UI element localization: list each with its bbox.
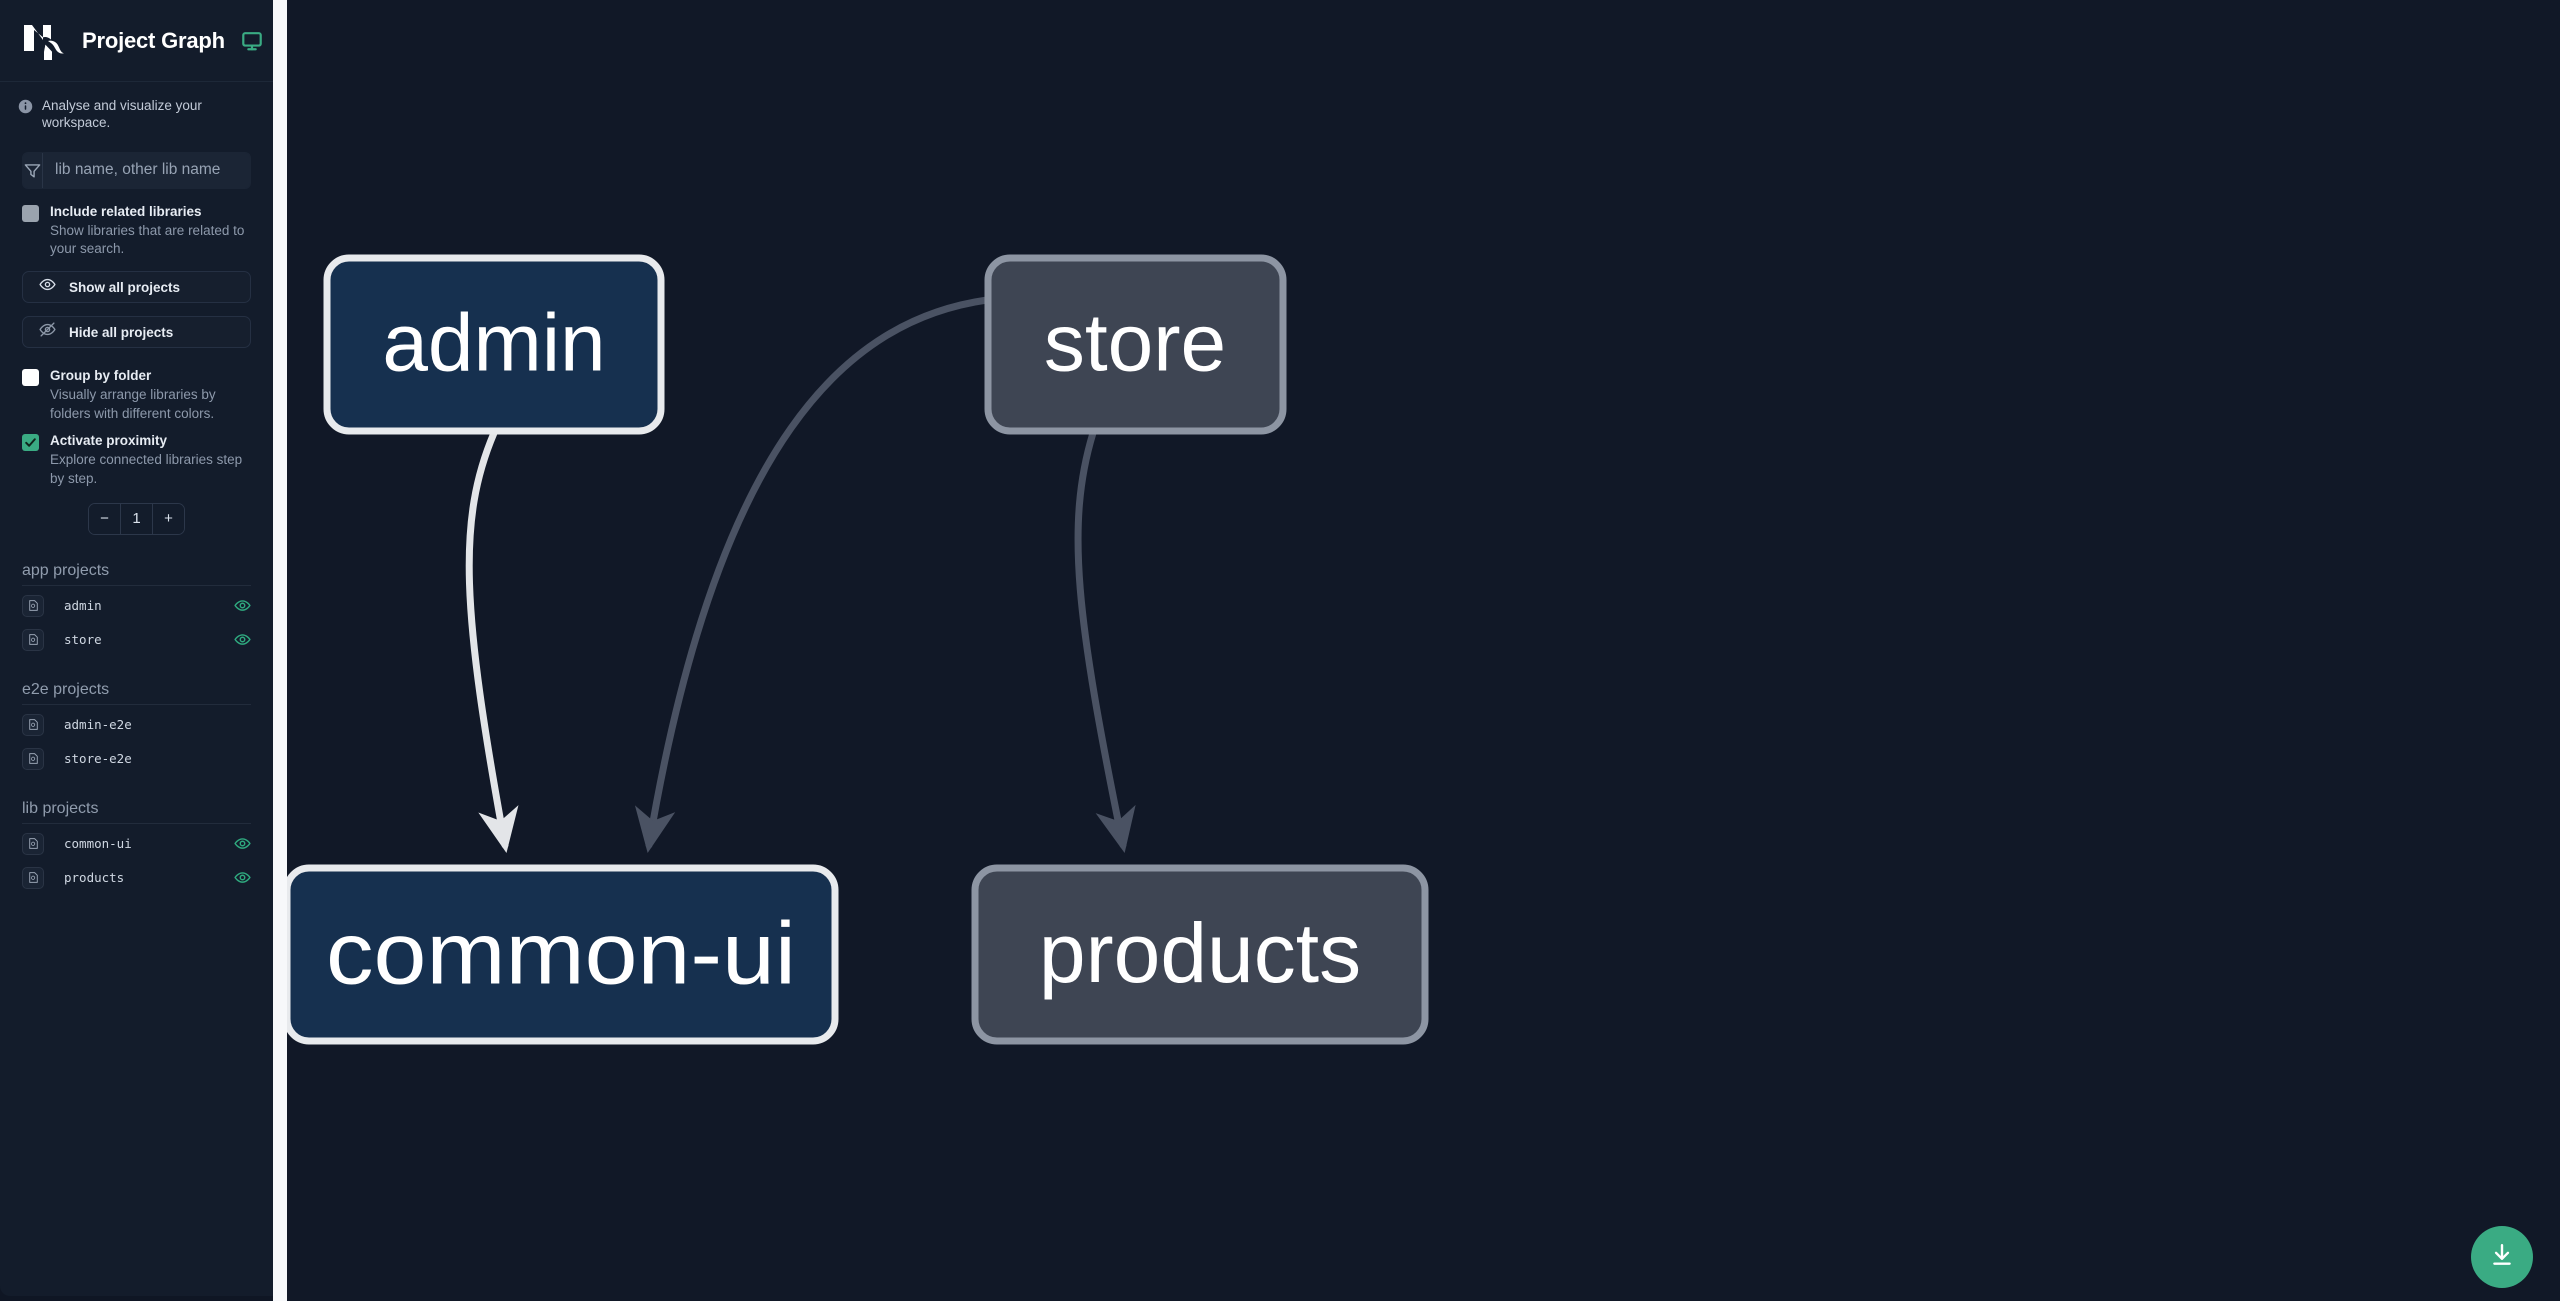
option-group-by-folder[interactable]: Group by folder Visually arrange librari… (22, 367, 251, 423)
download-icon (2489, 1242, 2515, 1273)
nx-logo-icon (22, 21, 66, 61)
graph-canvas[interactable]: admin store common-ui products (287, 0, 2560, 1301)
group-heading-lib-projects: lib projects (22, 800, 251, 824)
node-label-admin: admin (382, 298, 605, 389)
edge-store-to-products (1074, 429, 1136, 854)
download-button[interactable] (2471, 1226, 2533, 1288)
option-title: Activate proximity (50, 433, 168, 449)
hide-all-projects-label: Hide all projects (69, 324, 174, 340)
project-badge-icon (22, 628, 44, 651)
project-row-common-ui[interactable]: common-ui (22, 830, 251, 858)
node-label-products: products (1039, 906, 1361, 1000)
node-label-store: store (1044, 298, 1226, 389)
project-name: products (64, 870, 125, 886)
graph-node-common-ui[interactable]: common-ui (287, 864, 839, 1045)
project-name: store (64, 632, 102, 648)
option-description: Show libraries that are related to your … (50, 222, 245, 257)
search-input[interactable] (43, 152, 250, 188)
project-badge-icon (22, 747, 44, 770)
project-visibility-eye-icon[interactable] (234, 631, 251, 648)
filter-icon (23, 152, 43, 188)
tagline-text: Analyse and visualize your workspace. (42, 98, 202, 130)
project-graph-svg: admin store common-ui products (287, 254, 1429, 1045)
option-description: Visually arrange libraries by folders wi… (50, 387, 216, 421)
option-description: Explore connected libraries step by step… (50, 452, 243, 486)
project-badge-icon (22, 832, 44, 855)
group-heading-e2e-projects: e2e projects (22, 681, 251, 705)
option-title: Include related libraries (50, 203, 202, 219)
tagline: Analyse and visualize your workspace. (0, 82, 273, 142)
option-include-related-libraries[interactable]: Include related libraries Show libraries… (22, 203, 251, 259)
proximity-stepper: − 1 + (88, 502, 185, 535)
proximity-value: 1 (120, 503, 152, 534)
sidebar-header: Project Graph (0, 0, 273, 82)
checkbox-include-related-libraries[interactable] (22, 204, 39, 222)
info-icon (18, 99, 33, 114)
project-row-products[interactable]: products (22, 864, 251, 892)
hide-all-projects-button[interactable]: Hide all projects (22, 316, 251, 349)
project-name: store-e2e (64, 751, 132, 767)
sidebar-controls: Include related libraries Show libraries… (0, 142, 273, 535)
node-box-store[interactable] (984, 254, 1287, 435)
eye-off-icon (39, 321, 56, 343)
sidebar: Project Graph Analyse and visualize your… (0, 0, 273, 1296)
node-box-products[interactable] (971, 864, 1429, 1045)
sidebar-scrollbar[interactable] (273, 0, 287, 1301)
node-box-admin[interactable] (323, 254, 665, 435)
edge-store-to-common-ui (634, 296, 991, 854)
project-name: common-ui (64, 836, 132, 852)
graph-edges (465, 296, 1136, 854)
project-visibility-eye-icon[interactable] (234, 835, 251, 852)
search-row (22, 151, 251, 189)
project-visibility-eye-icon[interactable] (234, 869, 251, 886)
show-all-projects-label: Show all projects (69, 279, 181, 295)
project-row-admin[interactable]: admin (22, 592, 251, 620)
show-all-projects-button[interactable]: Show all projects (22, 271, 251, 304)
project-badge-icon (22, 713, 44, 736)
group-heading-app-projects: app projects (22, 562, 251, 586)
project-badge-icon (22, 594, 44, 617)
project-row-admin-e2e[interactable]: admin-e2e (22, 711, 251, 739)
option-title: Group by folder (50, 368, 152, 384)
project-badge-icon (22, 866, 44, 889)
eye-icon (39, 276, 56, 298)
proximity-increment-button[interactable]: + (152, 503, 184, 534)
monitor-icon[interactable] (241, 30, 263, 52)
option-activate-proximity[interactable]: Activate proximity Explore connected lib… (22, 432, 251, 488)
edge-admin-to-common-ui (465, 429, 519, 854)
node-label-common-ui: common-ui (326, 903, 796, 1002)
project-visibility-eye-icon[interactable] (234, 597, 251, 614)
project-name: admin (64, 598, 102, 614)
project-name: admin-e2e (64, 717, 132, 733)
proximity-decrement-button[interactable]: − (89, 503, 120, 534)
graph-node-store[interactable]: store (984, 254, 1287, 435)
page-title: Project Graph (82, 27, 225, 53)
project-row-store-e2e[interactable]: store-e2e (22, 745, 251, 773)
graph-node-products[interactable]: products (971, 864, 1429, 1045)
checkbox-group-by-folder[interactable] (22, 369, 39, 387)
node-box-common-ui[interactable] (287, 864, 839, 1045)
project-row-store[interactable]: store (22, 626, 251, 654)
graph-node-admin[interactable]: admin (323, 254, 665, 435)
checkbox-activate-proximity[interactable] (22, 434, 39, 452)
